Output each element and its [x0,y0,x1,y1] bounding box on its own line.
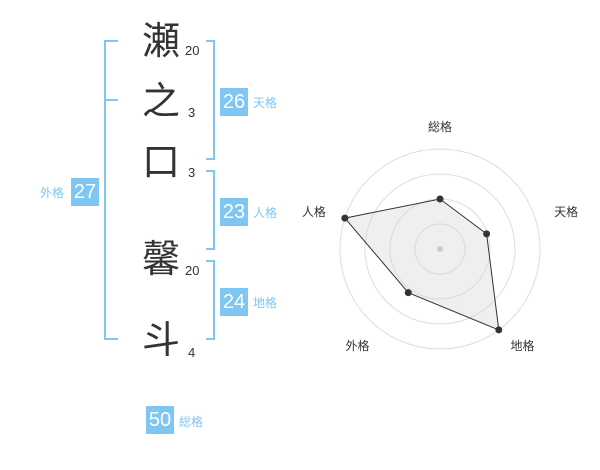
jinkaku-badge: 23 [220,198,248,226]
jinkaku-bracket [206,170,215,250]
radar-center [437,246,443,252]
name-char-2: 之 [141,79,180,123]
name-char-4: 馨 [141,237,180,281]
soukaku-badge: 50 [146,406,174,434]
name-char-3: 口 [141,140,180,184]
radar-axis-label-2: 天格 [554,204,578,219]
radar-axis-label-3: 地格 [511,338,535,353]
stroke-count-2: 3 [188,105,196,120]
chikaku-badge: 24 [220,288,248,316]
radar-point-2 [483,230,491,238]
radar-point-3 [495,326,503,334]
radar-point-1 [436,195,444,203]
name-char-1: 瀬 [141,19,180,63]
stroke-count-5: 4 [188,345,196,360]
tenkaku-badge: 26 [220,88,248,116]
radar-ring-1 [414,223,466,275]
stroke-count-3: 3 [188,165,196,180]
radar-axis-label-1: 総格 [428,119,452,134]
radar-ring-4 [339,148,541,350]
jinkaku-label: 人格 [253,206,278,220]
tenkaku-label: 天格 [253,96,278,110]
radar-point-5 [341,214,349,222]
tenkaku-bracket [206,40,215,160]
gaikaku-label: 外格 [40,186,65,200]
stroke-count-4: 20 [185,263,200,278]
radar-axis-label-4: 外格 [345,338,369,353]
radar-ring-3 [364,173,516,325]
gaikaku-bracket [104,40,118,340]
radar-point-4 [404,289,412,297]
stroke-count-1: 20 [185,43,200,58]
chikaku-label: 地格 [253,296,278,310]
chikaku-bracket [206,260,215,340]
gaikaku-badge: 27 [71,178,99,206]
soukaku-label: 総格 [179,415,204,429]
name-char-5: 斗 [141,318,180,362]
radar-axis-label-5: 人格 [302,204,326,219]
radar-area [343,198,500,331]
